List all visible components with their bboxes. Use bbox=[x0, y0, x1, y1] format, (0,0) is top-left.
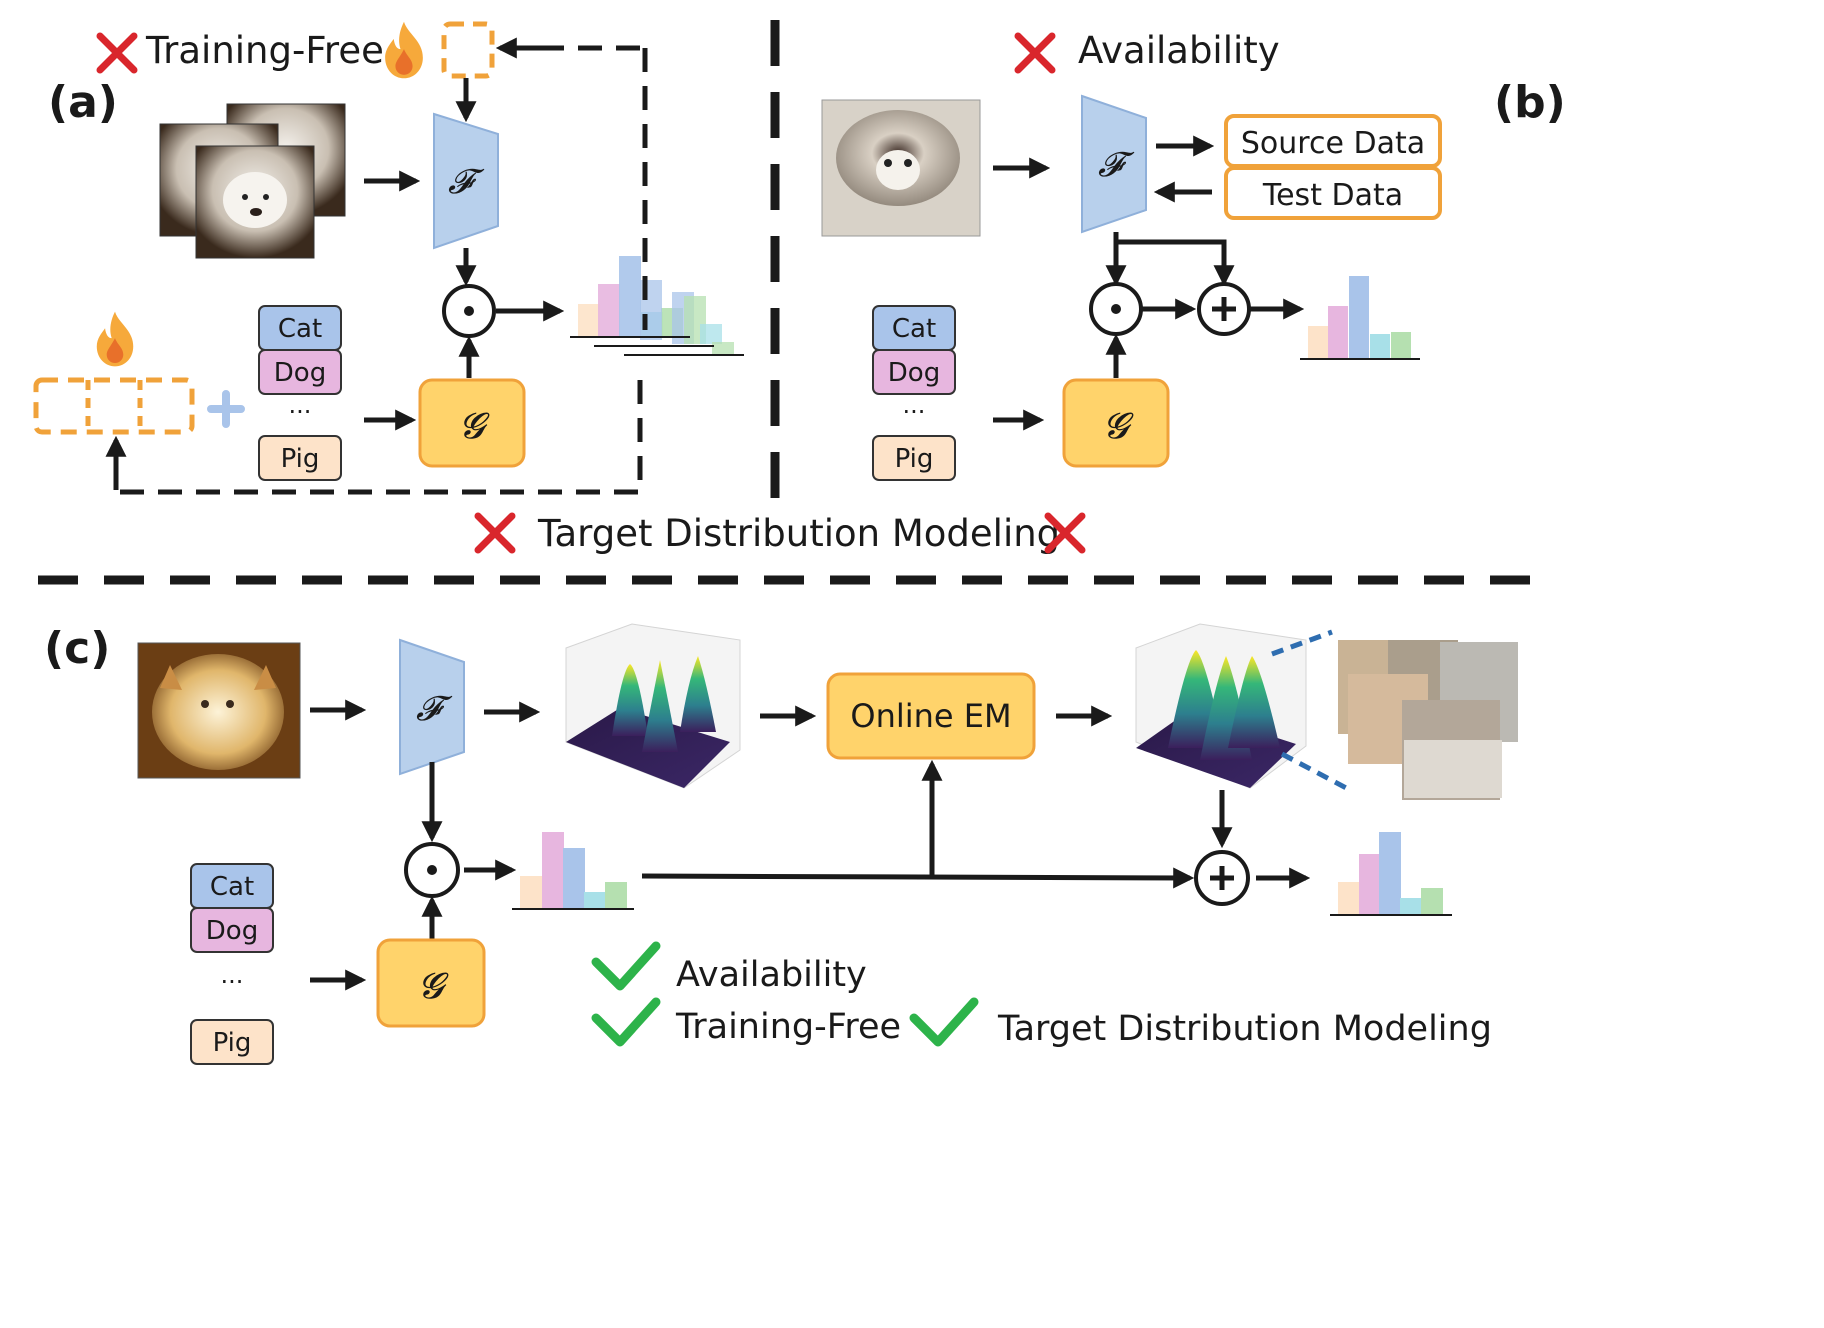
panel-c: (c) 𝓕 Online EM bbox=[44, 623, 1518, 1065]
cat-image-collage bbox=[1338, 640, 1518, 800]
class-cat-c: Cat bbox=[210, 872, 254, 902]
online-em-label: Online EM bbox=[850, 697, 1011, 735]
availability-text-b: Availability bbox=[1078, 29, 1280, 72]
test-data-box bbox=[1224, 166, 1442, 220]
generator-g-block bbox=[418, 378, 526, 468]
check-icon bbox=[591, 997, 661, 1047]
class-cat-a: Cat bbox=[278, 314, 322, 344]
gaussian-surface-plot-initial bbox=[565, 623, 741, 789]
class-list-c: Cat Dog ··· Pig bbox=[190, 863, 274, 1065]
class-cat-b: Cat bbox=[892, 314, 936, 344]
cross-icon bbox=[1014, 32, 1056, 74]
class-ellipsis-b: ··· bbox=[903, 398, 926, 426]
learnable-context-tokens bbox=[33, 377, 195, 435]
feedback-dashed-path bbox=[116, 45, 648, 495]
generator-g-block bbox=[1062, 378, 1170, 468]
class-dog-b: Dog bbox=[888, 358, 940, 388]
generator-g-block bbox=[376, 938, 486, 1028]
class-pig-a: Pig bbox=[281, 444, 320, 474]
cross-icon bbox=[1044, 512, 1086, 554]
plus-icon bbox=[207, 390, 245, 428]
prediction-histogram-b bbox=[1300, 276, 1420, 360]
cat-image-c bbox=[137, 642, 301, 779]
cross-icon bbox=[96, 32, 138, 74]
class-ellipsis-c: ··· bbox=[221, 968, 244, 996]
panel-a: (a) Training-Free 𝓕 bbox=[33, 21, 744, 495]
prediction-histograms-a bbox=[570, 256, 744, 356]
online-em-block bbox=[826, 672, 1036, 760]
source-data-label: Source Data bbox=[1241, 126, 1425, 161]
check-target-distribution-text: Target Distribution Modeling bbox=[997, 1009, 1492, 1049]
check-icon bbox=[591, 941, 661, 991]
class-dog-a: Dog bbox=[274, 358, 326, 388]
encoder-f-block bbox=[433, 112, 499, 250]
puppy-image-stack bbox=[159, 103, 346, 259]
fire-icon bbox=[96, 311, 134, 367]
class-pig-c: Pig bbox=[213, 1028, 252, 1058]
gaussian-surface-plot-fitted bbox=[1135, 623, 1307, 789]
panel-b-label: (b) bbox=[1494, 77, 1566, 128]
check-training-free-text: Training-Free bbox=[675, 1007, 901, 1047]
training-free-text-a: Training-Free bbox=[145, 29, 384, 72]
shared-target-row: Target Distribution Modeling bbox=[474, 512, 1086, 555]
cross-icon bbox=[474, 512, 516, 554]
class-list-b: Cat Dog ··· Pig bbox=[872, 305, 956, 481]
prediction-histogram-c-zeroshot bbox=[512, 832, 634, 910]
check-availability-text: Availability bbox=[676, 955, 867, 995]
test-data-label: Test Data bbox=[1262, 178, 1403, 213]
encoder-f-block bbox=[399, 638, 465, 776]
class-pig-b: Pig bbox=[895, 444, 934, 474]
cat-image-b bbox=[821, 99, 981, 237]
target-distribution-modeling-text: Target Distribution Modeling bbox=[537, 512, 1060, 555]
encoder-f-block bbox=[1081, 94, 1147, 234]
panel-b: (b) Availability 𝓕 Source Data Test Data bbox=[821, 29, 1566, 481]
class-list-a: Cat Dog ··· Pig bbox=[258, 305, 342, 481]
fire-icon bbox=[385, 21, 423, 79]
panel-a-label: (a) bbox=[48, 77, 118, 128]
learnable-prompt-slot bbox=[441, 21, 495, 79]
class-dog-c: Dog bbox=[206, 916, 258, 946]
panel-c-label: (c) bbox=[44, 623, 110, 674]
prediction-histogram-c-final bbox=[1330, 832, 1452, 916]
check-icon bbox=[909, 997, 979, 1047]
class-ellipsis-a: ··· bbox=[289, 398, 312, 426]
